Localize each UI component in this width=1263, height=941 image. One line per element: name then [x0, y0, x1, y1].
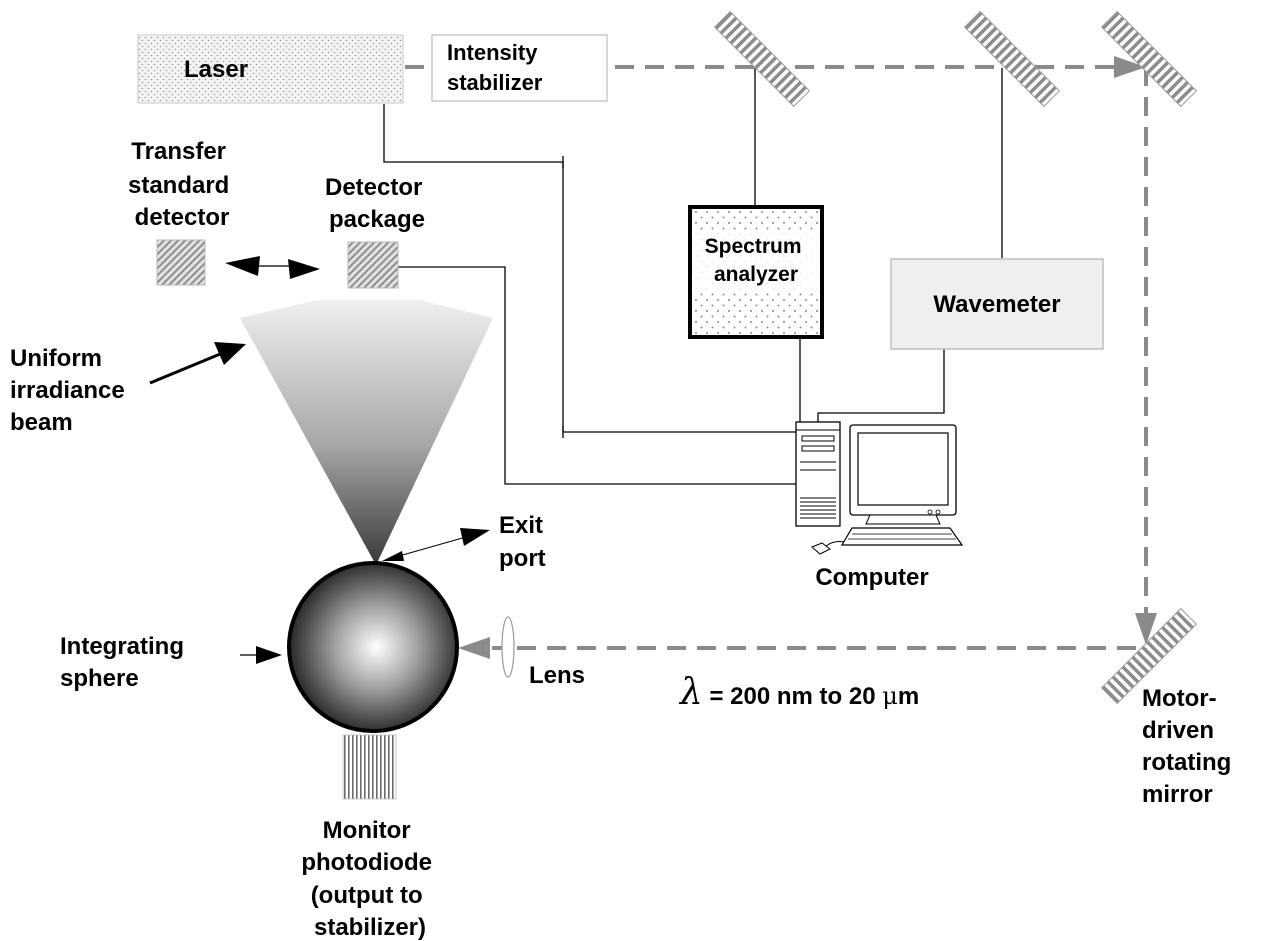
laser-beam-path	[405, 56, 1157, 659]
spectrum-analyzer-label: Spectrum analyzer	[705, 235, 808, 286]
transfer-standard-detector-label: Transfer standard detector	[128, 138, 236, 231]
transfer-standard-detector-block	[156, 239, 206, 286]
wavemeter-label: Wavemeter	[933, 291, 1060, 318]
laser-label: Laser	[184, 56, 248, 83]
signal-cables	[383, 68, 1003, 485]
wavelength-range-label: λ = 200 nm to 20 μm	[678, 672, 919, 713]
rotating-mirror-label: Motor- driven rotating mirror	[1142, 685, 1238, 808]
computer-icon	[795, 421, 964, 555]
uniform-irradiance-beam-label: Uniform irradiance beam	[10, 345, 131, 436]
beam-arrowhead-icon	[458, 637, 490, 659]
integrating-sphere-label: Integrating sphere	[60, 633, 191, 692]
integrating-sphere	[287, 561, 459, 733]
intensity-stabilizer-box	[431, 34, 608, 102]
beam-arrowhead-icon	[1114, 56, 1146, 78]
lens-label: Lens	[529, 662, 585, 689]
integrating-sphere-pointer-arrow	[240, 646, 282, 664]
intensity-stabilizer-label: Intensity stabilizer	[447, 40, 544, 95]
beam-arrowhead-icon	[1135, 613, 1157, 645]
irradiance-beam-pointer-arrow	[149, 342, 246, 385]
irradiance-beam-cone	[240, 300, 493, 565]
wavemeter-box	[890, 258, 1104, 350]
lens	[501, 616, 515, 678]
exit-port-pointer-arrow	[382, 528, 490, 561]
rotating-mirror	[1100, 607, 1198, 705]
swap-arrow-icon	[225, 256, 320, 279]
exit-port-label: Exit port	[499, 512, 550, 572]
mirror-1	[713, 10, 811, 108]
detector-package-block	[347, 241, 399, 289]
detector-package-label: Detector package	[325, 174, 429, 233]
mirror-3	[1100, 10, 1198, 108]
laser-box	[137, 34, 404, 104]
monitor-photodiode-label: Monitor photodiode (output to stabilizer…	[301, 817, 438, 941]
mirror-2	[963, 10, 1061, 108]
computer-label: Computer	[815, 564, 928, 591]
monitor-photodiode-block	[342, 734, 397, 800]
